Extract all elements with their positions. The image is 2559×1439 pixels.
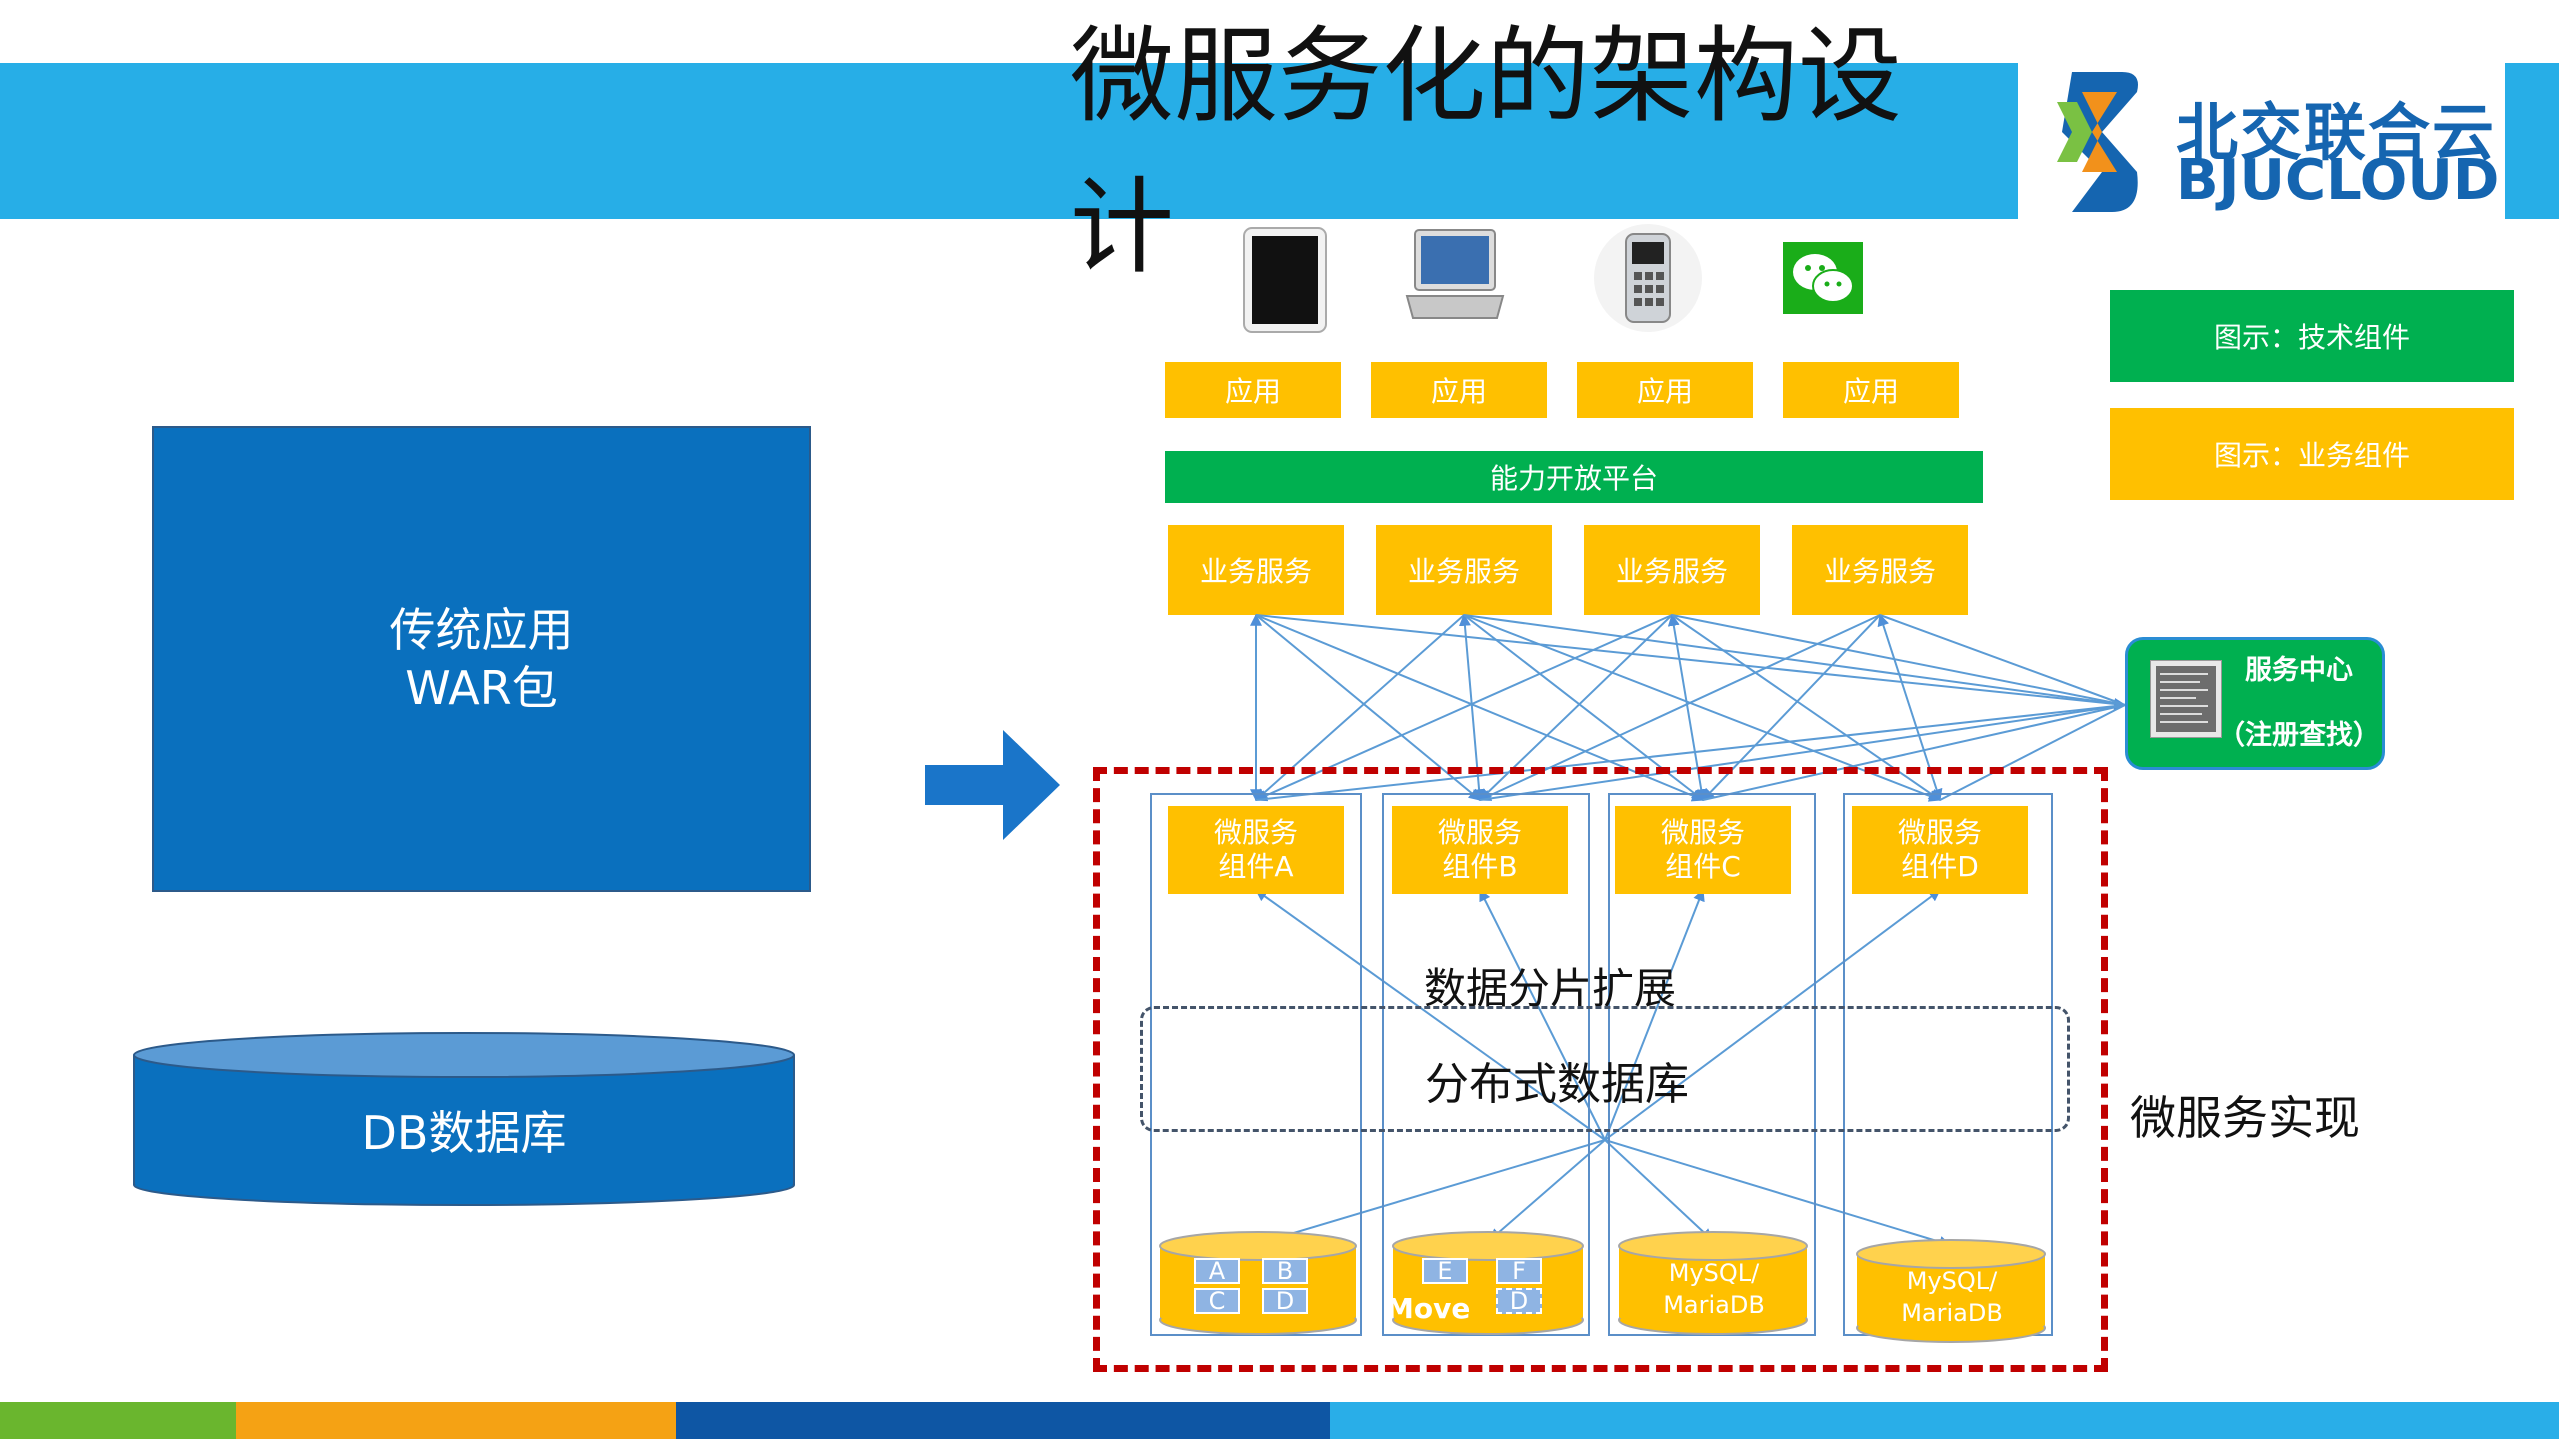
- app-box-4: 应用: [1783, 362, 1959, 418]
- legend-business-component: 图示：业务组件: [2110, 408, 2514, 500]
- transition-arrow-icon: [925, 730, 1060, 840]
- logo-text-cn: 北交联合云: [2176, 96, 2497, 169]
- title-bar: [0, 63, 2018, 219]
- footer-bar-blue: [1330, 1402, 2559, 1439]
- app-box-3: 应用: [1577, 362, 1753, 418]
- component-c-line2: 组件C: [1665, 850, 1741, 883]
- app-box-1: 应用: [1165, 362, 1341, 418]
- laptop-icon: [1405, 229, 1505, 319]
- microservice-component-d: 微服务 组件D: [1852, 806, 2028, 894]
- shard-db-1: [1159, 1231, 1357, 1335]
- legacy-db-label: DB数据库: [361, 1106, 567, 1160]
- move-label: Move: [1386, 1292, 1471, 1325]
- mysql-db-2-label: MySQL/ MariaDB: [1901, 1267, 2003, 1327]
- logo-text-en: BJUCLOUD: [2176, 148, 2500, 213]
- mysql-db-1: [1618, 1231, 1808, 1335]
- business-service-3: 业务服务: [1584, 525, 1760, 615]
- footer-bar-navy: [676, 1402, 1330, 1439]
- microservice-component-b: 微服务 组件B: [1392, 806, 1568, 894]
- microservice-boundary: [1093, 767, 2108, 1372]
- component-column-a: [1150, 793, 1362, 1336]
- business-service-2: 业务服务: [1376, 525, 1552, 615]
- legacy-app-line1: 传统应用: [389, 603, 574, 657]
- distributed-db-box: [1140, 1006, 2070, 1132]
- component-a-line1: 微服务: [1213, 816, 1298, 849]
- bjucloud-logo-icon: [2057, 72, 2138, 212]
- legacy-db-cylinder: [133, 1032, 795, 1206]
- legacy-app-box: 传统应用 WAR包: [152, 426, 811, 892]
- server-screen-icon: [2150, 660, 2222, 738]
- shard-b: B: [1262, 1257, 1308, 1285]
- business-service-1: 业务服务: [1168, 525, 1344, 615]
- component-b-line1: 微服务: [1437, 816, 1522, 849]
- app-box-2: 应用: [1371, 362, 1547, 418]
- component-column-b: [1382, 793, 1590, 1336]
- phone-icon: [1594, 224, 1702, 332]
- service-center-title: 服务中心: [2245, 655, 2353, 686]
- wechat-icon: [1783, 242, 1863, 314]
- component-d-line2: 组件D: [1901, 850, 1979, 883]
- mysql-db-2: [1856, 1239, 2046, 1343]
- tablet-icon: [1243, 227, 1327, 333]
- service-center-subtitle: （注册查找）: [2218, 720, 2380, 751]
- shard-d: D: [1262, 1287, 1308, 1315]
- shard-c: C: [1194, 1287, 1240, 1315]
- business-service-4: 业务服务: [1792, 525, 1968, 615]
- microservice-component-a: 微服务 组件A: [1168, 806, 1344, 894]
- title-bar-right: [2505, 63, 2559, 219]
- microservice-implementation-label: 微服务实现: [2130, 1091, 2360, 1145]
- shard-a: A: [1194, 1257, 1240, 1285]
- legacy-app-line2: WAR包: [405, 661, 558, 715]
- mysql-db-1-label: MySQL/ MariaDB: [1663, 1259, 1765, 1319]
- component-a-line2: 组件A: [1218, 850, 1294, 883]
- footer-bar-green: [0, 1402, 236, 1439]
- data-shard-label: 数据分片扩展: [1424, 964, 1677, 1013]
- shard-e: E: [1422, 1257, 1468, 1285]
- shard-f: F: [1496, 1257, 1542, 1285]
- distributed-db-label: 分布式数据库: [1425, 1059, 1689, 1110]
- legend-tech-component: 图示：技术组件: [2110, 290, 2514, 382]
- microservice-component-c: 微服务 组件C: [1615, 806, 1791, 894]
- component-c-line1: 微服务: [1660, 816, 1745, 849]
- shard-d-moved: D: [1496, 1287, 1542, 1315]
- component-column-c: [1608, 793, 1816, 1336]
- capability-platform-bar: 能力开放平台: [1165, 451, 1983, 503]
- footer-bar-orange: [236, 1402, 676, 1439]
- component-d-line1: 微服务: [1897, 816, 1982, 849]
- component-b-line2: 组件B: [1442, 850, 1518, 883]
